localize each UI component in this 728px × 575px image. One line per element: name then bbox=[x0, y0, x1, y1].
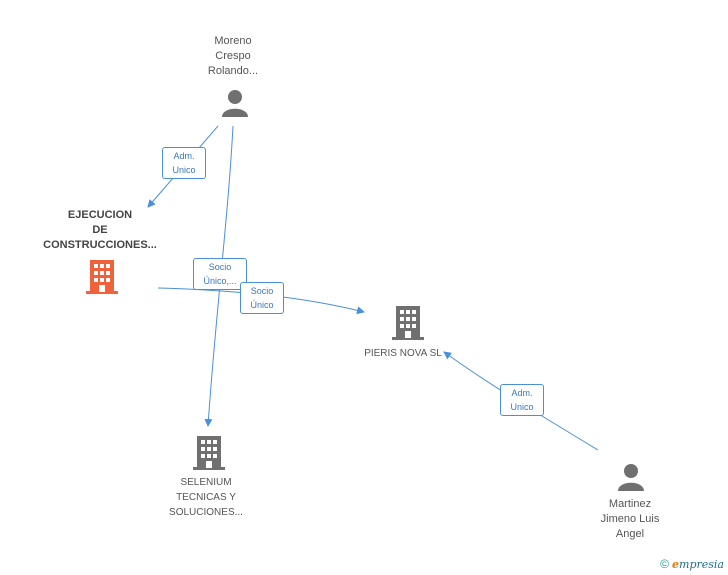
edge-label-socio-unico-selenium[interactable]: Socio Único,... bbox=[193, 258, 247, 290]
person-icon[interactable] bbox=[616, 462, 646, 492]
edge-label-line2: Único,... bbox=[203, 276, 237, 286]
building-icon[interactable] bbox=[86, 260, 118, 294]
node-selenium-line1: SELENIUM bbox=[180, 477, 232, 488]
edge-label-line1: Socio bbox=[208, 262, 232, 272]
node-ejecucion-label: EJECUCION DE CONSTRUCCIONES... bbox=[30, 208, 170, 253]
copyright-icon: © bbox=[660, 557, 669, 571]
edge-label-line2: Unico bbox=[172, 165, 196, 175]
edge-label-line2: Unico bbox=[510, 402, 534, 412]
node-martinez-line1: Martinez bbox=[608, 498, 652, 510]
node-ejecucion-line3: CONSTRUCCIONES... bbox=[43, 239, 157, 251]
person-icon[interactable] bbox=[220, 88, 250, 118]
node-moreno-line3: Rolando... bbox=[207, 65, 259, 77]
edge-label-adm-unico-ejecucion[interactable]: Adm. Unico bbox=[162, 147, 206, 179]
node-martinez-line3: Angel bbox=[615, 528, 645, 540]
brand-initial: e bbox=[672, 558, 680, 571]
node-martinez-label: Martinez Jimeno Luis Angel bbox=[580, 497, 680, 542]
edge-label-line1: Socio bbox=[250, 286, 274, 296]
building-icon[interactable] bbox=[392, 306, 424, 340]
node-martinez-line2: Jimeno Luis bbox=[600, 513, 660, 525]
edge-label-line2: Único bbox=[250, 300, 274, 310]
node-ejecucion-line2: DE bbox=[92, 224, 108, 236]
footer-brand: © empresia bbox=[660, 557, 724, 571]
brand-rest: mpresia bbox=[679, 558, 724, 571]
node-pieris-label: PIERIS NOVA SL bbox=[348, 346, 458, 361]
node-moreno-label: Moreno Crespo Rolando... bbox=[183, 34, 283, 79]
edge-label-adm-unico-pieris[interactable]: Adm. Unico bbox=[500, 384, 544, 416]
node-selenium-line2: TECNICAS Y bbox=[176, 492, 236, 503]
node-pieris-line1: PIERIS NOVA SL bbox=[364, 348, 442, 359]
brand-logo: empresia bbox=[672, 558, 724, 571]
edge-label-line1: Adm. bbox=[173, 151, 195, 161]
node-selenium-label: SELENIUM TECNICAS Y SOLUCIONES... bbox=[151, 475, 261, 520]
node-moreno-line1: Moreno bbox=[214, 35, 252, 47]
edge-label-socio-unico-pieris[interactable]: Socio Único bbox=[240, 282, 284, 314]
node-selenium-line3: SOLUCIONES... bbox=[169, 507, 243, 518]
building-icon[interactable] bbox=[193, 436, 225, 470]
node-moreno-line2: Crespo bbox=[215, 50, 251, 62]
node-ejecucion-line1: EJECUCION bbox=[67, 209, 133, 221]
edge-label-line1: Adm. bbox=[511, 388, 533, 398]
